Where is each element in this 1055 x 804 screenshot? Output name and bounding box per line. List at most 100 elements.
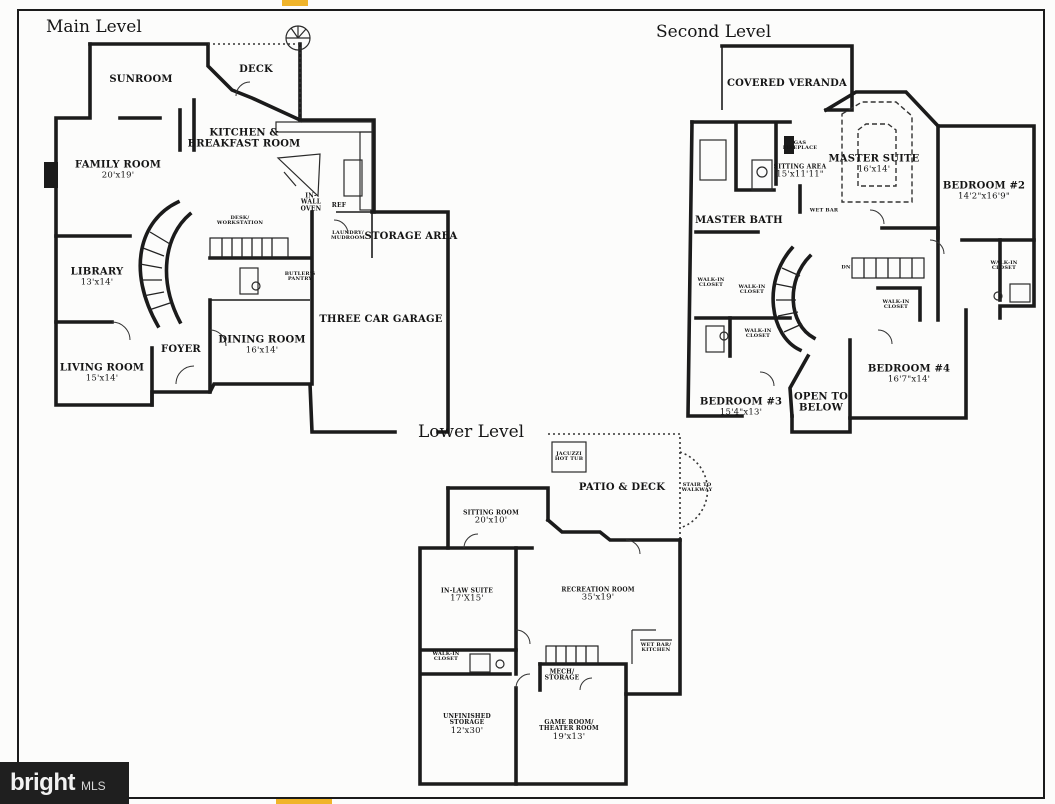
label-stairway: STAIR TO WALKWAY [681, 481, 713, 494]
room-covered-veranda: COVERED VERANDA [727, 77, 847, 90]
label-text: IN- WALL OVEN [300, 192, 322, 213]
room-name: SUNROOM [109, 73, 173, 85]
room-dimensions: 16'7"x14' [887, 373, 931, 384]
room-dimensions: 20'x10' [474, 515, 508, 526]
room-mech-storage: MECH/ STORAGE [544, 668, 580, 683]
main-level-plan [44, 25, 450, 434]
sheet-border [17, 9, 1045, 799]
room-name: STORAGE AREA [364, 230, 458, 242]
room-name: BEDROOM #2 [942, 180, 1026, 192]
room-name: DECK [239, 63, 273, 75]
label-text: DESK/ WORKSTATION [216, 214, 264, 226]
room-name: MECH/ STORAGE [544, 668, 580, 682]
room-dimensions: 15'4"x13' [719, 406, 763, 417]
room-name: THREE CAR GARAGE [319, 313, 443, 325]
room-master-bath: MASTER BATH [695, 215, 783, 227]
room-dimensions: 19'x13' [552, 731, 586, 742]
room-walk-in-closet-1: WALK-IN CLOSET [697, 276, 725, 289]
label-text: REF [331, 201, 347, 209]
label-dn: DN [841, 265, 850, 270]
room-dimensions: 16'x14' [857, 163, 891, 174]
main-level-title: Main Level [46, 17, 142, 37]
room-name: MASTER SUITE [828, 153, 920, 165]
room-walk-in-closet-4: WALK-IN CLOSET [882, 298, 910, 311]
second-level-plan [686, 44, 1036, 434]
room-dimensions: 16'x14' [245, 344, 279, 355]
room-name: PATIO & DECK [578, 481, 666, 493]
room-foyer: FOYER [161, 343, 201, 356]
room-name: SITTING AREA [773, 163, 827, 171]
room-walk-in-closet-3: WALK-IN CLOSET [990, 259, 1018, 272]
label-text: STAIR TO WALKWAY [681, 481, 713, 493]
room-name: OPEN TO BELOW [793, 391, 849, 413]
bottom-accent-bar [276, 798, 332, 804]
label-ref: REF [331, 201, 347, 209]
second-curved-stair [775, 267, 803, 333]
label-in-wall-oven: IN- WALL OVEN [300, 192, 322, 213]
label-wet-bar-kitchen: WET BAR/ KITCHEN [640, 641, 672, 654]
room-kitchen: KITCHEN & BREAKFAST ROOM [188, 128, 301, 150]
room-name: SITTING ROOM [463, 509, 519, 517]
room-butlers-pantry: BUTLER'S PANTRY [284, 270, 316, 283]
room-name: FAMILY ROOM [74, 159, 162, 171]
room-walk-in-closet-2: WALK-IN CLOSET [738, 283, 766, 296]
room-dimensions: 17'X15' [450, 593, 484, 604]
room-name: WALK-IN CLOSET [882, 298, 910, 310]
label-text: DN [841, 264, 851, 271]
watermark-brand: bright [10, 769, 75, 796]
room-name: LAUNDRY/ MUDROOM [330, 229, 366, 241]
room-sunroom: SUNROOM [109, 73, 173, 86]
room-dimensions: 13'x14' [80, 276, 114, 287]
room-dimensions: 20'x19' [101, 169, 135, 180]
watermark-suffix: MLS [80, 779, 106, 793]
lower-level-title: Lower Level [418, 422, 525, 442]
room-storage-area: STORAGE AREA [364, 230, 458, 243]
room-three-car-garage: THREE CAR GARAGE [319, 313, 443, 326]
top-accent-bar [282, 0, 308, 6]
room-deck: DECK [239, 63, 273, 76]
room-name: IN-LAW SUITE [441, 587, 493, 595]
label-text: GAS FIREPLACE [782, 139, 818, 151]
room-dimensions: 15'x11'11" [776, 169, 824, 180]
lower-stair [545, 645, 599, 665]
room-open-to-below: OPEN TO BELOW [793, 391, 849, 414]
room-patio-deck: PATIO & DECK [578, 481, 666, 494]
room-name: UNFINISHED STORAGE [443, 713, 491, 727]
room-name: GAME ROOM/ THEATER ROOM [539, 719, 599, 733]
room-dimensions: 14'2"x16'9" [958, 190, 1010, 201]
room-name: RECREATION ROOM [561, 586, 635, 594]
room-name: WALK-IN CLOSET [738, 283, 766, 295]
room-name: BUTLER'S PANTRY [284, 270, 316, 282]
lower-level-plan [418, 433, 709, 786]
room-name: WALK-IN CLOSET [697, 276, 725, 288]
label-desk: DESK/ WORKSTATION [216, 214, 264, 227]
room-name: WALK-IN CLOSET [990, 259, 1018, 271]
room-name: WALK-IN CLOSET [432, 650, 460, 662]
main-curved-stair [139, 231, 171, 311]
label-text: JACUZZI HOT TUB [554, 450, 584, 462]
room-name: LIBRARY [70, 266, 124, 278]
room-dimensions: 35'x19' [581, 592, 615, 603]
room-name: FOYER [161, 343, 201, 355]
label-text: WET BAR/ KITCHEN [640, 641, 672, 653]
main-straight-stair [209, 237, 289, 259]
room-name: DINING ROOM [218, 334, 306, 346]
room-name: BEDROOM #4 [867, 363, 951, 375]
room-dimensions: 15'x14' [85, 372, 119, 383]
label-gas-fireplace: GAS FIREPLACE [782, 139, 818, 152]
bright-mls-watermark: bright MLS [0, 762, 129, 804]
room-name: COVERED VERANDA [727, 77, 847, 89]
